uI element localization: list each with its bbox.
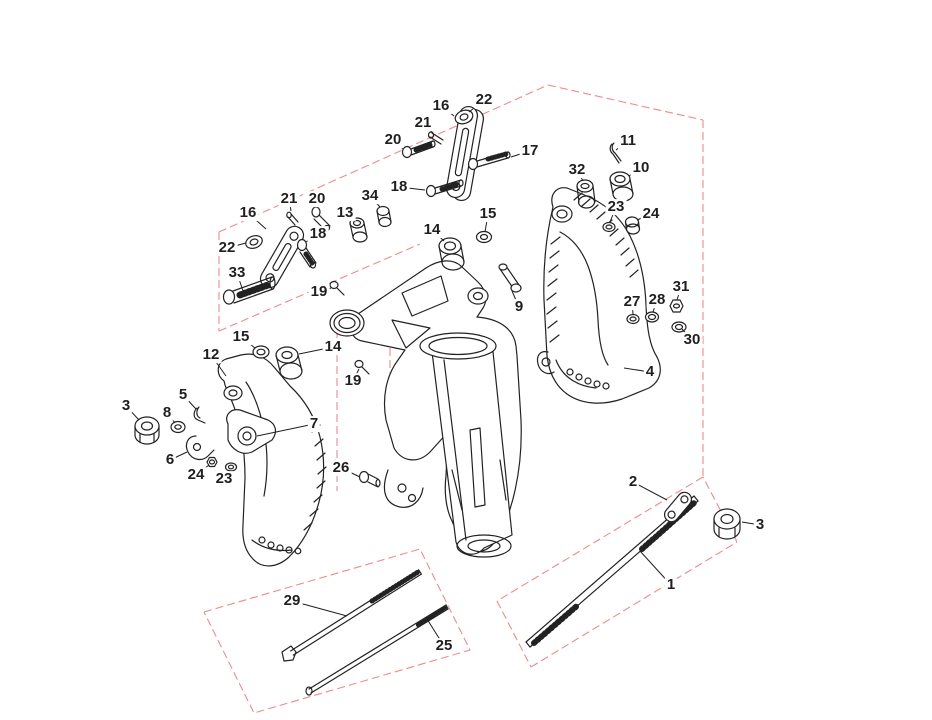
bolt-7-art: [237, 426, 257, 446]
bushing-13-art: [349, 217, 368, 243]
callout-24: 24: [185, 466, 207, 484]
bushing-34-art: [376, 205, 392, 228]
bolt-20-left-art: [311, 206, 331, 232]
callout-27: 27: [621, 293, 643, 311]
washer-22-left-art: [245, 235, 263, 249]
callout-23: 23: [605, 198, 627, 216]
clamp-bracket-left-art: [185, 353, 327, 567]
cotter-pin-11-art: [609, 142, 622, 164]
callout-21: 21: [412, 114, 434, 132]
callout-18: 18: [388, 178, 410, 196]
callout-28: 28: [646, 291, 668, 309]
callout-9: 9: [512, 298, 526, 316]
bolt-18-left-art: [296, 238, 317, 269]
callout-30: 30: [681, 331, 703, 349]
nut-31-art: [669, 299, 684, 313]
leader-line-7: [256, 423, 315, 437]
callout-14: 14: [421, 221, 443, 239]
callout-10: 10: [630, 159, 652, 177]
callout-12: 12: [200, 346, 222, 364]
rod-25-art: [305, 604, 449, 696]
ring-28-art: [644, 311, 660, 323]
construction-line: [496, 600, 532, 668]
pin-21-top-art: [427, 131, 444, 145]
callout-25: 25: [433, 637, 455, 655]
callout-2: 2: [626, 473, 640, 491]
nut-24-left-art: [206, 456, 218, 468]
washer-8-art: [170, 420, 186, 434]
construction-line: [547, 84, 704, 121]
construction-line: [530, 541, 738, 668]
callout-11: 11: [618, 132, 638, 150]
rod-1-art: [525, 495, 699, 648]
ring-15-top-art: [475, 230, 493, 244]
bolt-20-top-art: [401, 140, 436, 159]
bushing-10-art: [609, 171, 634, 202]
callout-1: 1: [664, 576, 678, 594]
callout-18: 18: [307, 225, 329, 243]
callout-5: 5: [176, 386, 190, 404]
link-plate-left-art: [259, 225, 305, 289]
bushing-14-top-art: [438, 237, 465, 271]
callout-32: 32: [566, 161, 588, 179]
callout-14: 14: [322, 338, 344, 356]
construction-line: [203, 548, 471, 714]
callout-20: 20: [306, 190, 328, 208]
callout-15: 15: [230, 328, 252, 346]
callout-8: 8: [160, 404, 174, 422]
callout-33: 33: [226, 264, 248, 282]
clip-5-art: [193, 406, 206, 424]
callout-29: 29: [281, 592, 303, 610]
callout-31: 31: [670, 278, 692, 296]
link-plate-top-art: [445, 105, 485, 202]
bolt-17-art: [467, 151, 511, 171]
callout-19: 19: [308, 283, 330, 301]
callout-16: 16: [237, 204, 259, 222]
callout-20: 20: [382, 131, 404, 149]
callout-17: 17: [519, 142, 541, 160]
callout-23: 23: [213, 470, 235, 488]
nut-24-right-art: [624, 216, 641, 235]
bolt-33-art: [222, 276, 276, 305]
swivel-bracket-art: [329, 260, 522, 558]
bolt-29-art: [281, 569, 422, 662]
nut-3-left-art: [134, 416, 160, 445]
construction-line: [218, 84, 549, 233]
pin-9-art: [498, 263, 522, 293]
washer-23-right-art: [602, 221, 616, 233]
callout-22: 22: [216, 239, 238, 257]
callout-34: 34: [359, 187, 381, 205]
ring-15-left-art: [252, 345, 270, 359]
callout-24: 24: [640, 205, 662, 223]
callout-6: 6: [163, 451, 177, 469]
callout-3: 3: [753, 516, 767, 534]
callout-13: 13: [334, 204, 356, 222]
sleeve-32-art: [576, 179, 596, 209]
construction-line: [496, 476, 704, 602]
bushing-14-left-art: [275, 346, 303, 380]
screw-19-lower-art: [354, 359, 370, 375]
callout-4: 4: [643, 363, 657, 381]
nut-3-right-art: [713, 508, 741, 540]
pin-21-left-art: [286, 211, 299, 226]
plate-2-art: [663, 491, 693, 523]
screw-19-upper-art: [329, 280, 345, 296]
clamp-bracket-right-art: [536, 187, 661, 404]
callout-15: 15: [477, 205, 499, 223]
callout-16: 16: [430, 97, 452, 115]
callout-19: 19: [342, 372, 364, 390]
washer-27-art: [626, 313, 640, 325]
callout-7: 7: [307, 415, 321, 433]
bolt-18-top-art: [425, 179, 464, 198]
washer-23-left-art: [224, 462, 238, 472]
washer-22-top-art: [454, 109, 474, 125]
callout-21: 21: [278, 190, 300, 208]
callout-26: 26: [330, 459, 352, 477]
callout-22: 22: [473, 91, 495, 109]
callout-3: 3: [119, 397, 133, 415]
